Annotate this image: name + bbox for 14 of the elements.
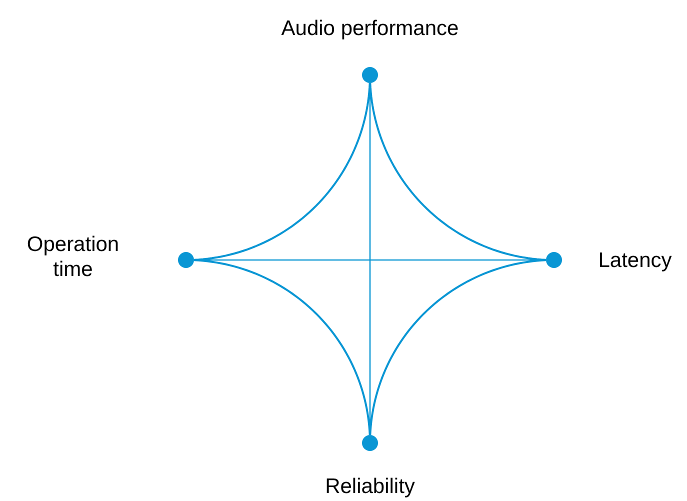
straight-line xyxy=(369,83,371,435)
curved-line xyxy=(194,259,371,436)
curved-line xyxy=(369,82,546,261)
point-marker xyxy=(362,435,378,451)
curved-line xyxy=(194,82,371,261)
axis-label: Audio performance xyxy=(280,16,460,42)
point-marker xyxy=(546,252,562,268)
point-marker xyxy=(362,67,378,83)
point-marker xyxy=(178,252,194,268)
straight-line xyxy=(194,259,546,261)
axis-label: Latency xyxy=(597,248,673,274)
axis-label: Operation time xyxy=(26,232,120,282)
curved-line xyxy=(369,259,546,436)
axis-label: Reliability xyxy=(324,474,416,500)
